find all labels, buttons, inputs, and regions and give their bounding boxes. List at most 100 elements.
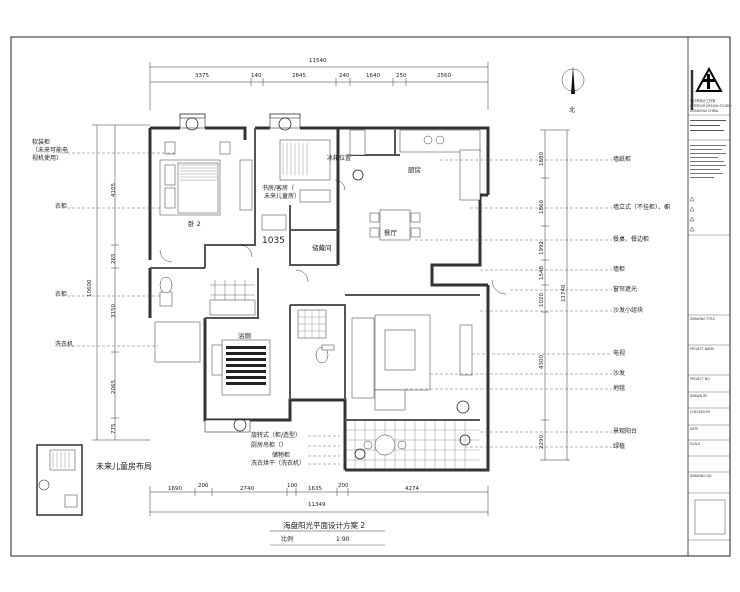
dimension-right-seg-3: 1992 xyxy=(539,241,545,255)
center-leader-lines xyxy=(308,435,340,465)
outer-walls xyxy=(148,126,490,472)
dimension-top-seg-1: 3375 xyxy=(195,73,209,79)
room-label-kitchen: 厨房 xyxy=(408,166,421,174)
title-block-company-3: SHANGHAI CHINA xyxy=(690,109,719,113)
right-leader-lines xyxy=(405,159,612,448)
dimension-bottom-seg-7: 4274 xyxy=(405,486,419,492)
dimension-left-seg-4: 2065 xyxy=(111,380,117,394)
balcony-table-set xyxy=(363,434,407,456)
living-room-furniture xyxy=(351,314,473,411)
inset-title: 未来儿童房布局 xyxy=(96,462,152,471)
room-label-bath1: 浴厕 xyxy=(238,332,251,340)
wardrobe-hatching xyxy=(210,280,255,300)
center-bottom-note-1: 旋转式（柜/造型） xyxy=(251,432,302,439)
doors xyxy=(159,179,507,295)
title-block-row-4: DRAWN BY xyxy=(690,394,708,398)
right-note-6: 沙发小组块 xyxy=(613,307,644,314)
right-note-2: 墙立式（不挂柜）、橱 xyxy=(613,204,671,211)
left-leader-lines xyxy=(62,152,175,347)
center-bottom-note-2: 厨房吊柜（） xyxy=(251,442,288,449)
left-note-4: 衣柜 xyxy=(55,203,68,210)
title-block-row-3: PROJECT NO. xyxy=(690,377,711,381)
north-arrow xyxy=(561,66,585,94)
dimension-right-seg-6: 4300 xyxy=(539,355,545,369)
dining-table xyxy=(369,209,421,241)
title-block-symbols xyxy=(689,196,726,535)
left-note-1: 软装柜 xyxy=(32,139,51,146)
study-bedding-pattern xyxy=(282,143,308,175)
dimension-top-seg-7: 2560 xyxy=(437,73,451,79)
inset-bed-pattern xyxy=(52,452,70,468)
top-dimension-lines xyxy=(149,62,489,110)
dimension-top-seg-5: 1640 xyxy=(366,73,380,79)
dimension-bottom-seg-3: 2740 xyxy=(240,486,254,492)
plants xyxy=(185,117,471,460)
title-block-row-7: SCALE xyxy=(690,442,701,446)
dimension-bottom-seg-4: 100 xyxy=(287,483,298,489)
right-note-9: 地毯 xyxy=(613,385,626,392)
drawing-title-underline xyxy=(270,530,385,546)
dimension-top-seg-4: 240 xyxy=(339,73,350,79)
bath-grid xyxy=(298,310,326,338)
title-block-row-5: CHECKED BY xyxy=(690,410,711,414)
bed1-bedding-pattern xyxy=(226,346,266,385)
dimension-top-seg-6: 250 xyxy=(396,73,407,79)
dimension-bottom-seg-5: 1635 xyxy=(308,486,322,492)
dimension-left-seg-5: 775 xyxy=(111,423,117,435)
dimension-bottom-seg-6: 200 xyxy=(338,483,349,489)
center-bottom-note-3: 储物柜 xyxy=(272,452,291,459)
room-label-storage: 储藏间 xyxy=(312,244,332,252)
dimension-left-seg-2: 265 xyxy=(111,253,117,265)
sheet-border xyxy=(10,36,731,557)
right-note-1: 墙纸柜 xyxy=(613,156,632,163)
title-block-text-lines xyxy=(690,120,726,178)
center-note-3: 冰箱位置 xyxy=(327,155,352,162)
scale-value: 1:90 xyxy=(336,536,350,543)
right-note-3: 餐桌、餐边柜 xyxy=(613,236,650,243)
bed2-bedding-pattern xyxy=(180,164,217,181)
room-label-dining: 餐厅 xyxy=(384,229,397,237)
dimension-right-seg-2: 1860 xyxy=(539,200,545,214)
dimension-right-seg-4: 1548 xyxy=(539,266,545,280)
left-note-3: 视机使用） xyxy=(32,155,63,162)
dimension-bottom-seg-2: 200 xyxy=(198,483,209,489)
right-note-8: 沙发 xyxy=(613,370,626,377)
kitchen-counter xyxy=(349,129,481,201)
scale-label: 比例 xyxy=(281,536,294,543)
company-logo xyxy=(695,66,723,92)
left-note-6: 洗衣机 xyxy=(55,341,74,348)
title-block-frame xyxy=(687,36,731,557)
dimension-right-seg-1: 1680 xyxy=(539,152,545,166)
inset-plan xyxy=(36,444,83,516)
title-block-row-2: PROJECT NAME xyxy=(690,347,715,351)
dimension-bottom-total: 11349 xyxy=(308,502,326,508)
center-note-1: 书房/客房（ xyxy=(262,185,295,192)
dimension-top-seg-3: 2845 xyxy=(292,73,306,79)
title-block-company-1: 设计师设计工作室 xyxy=(690,99,716,103)
title-block-row-8: DRAWING NO. xyxy=(690,474,713,478)
right-note-4: 墙柜 xyxy=(613,266,626,273)
dimension-top-total: 11540 xyxy=(309,58,327,64)
room-label-bed2: 卧 2 xyxy=(188,220,201,228)
right-note-10: 景观阳台 xyxy=(613,428,638,435)
dimension-right-total: 11740 xyxy=(561,284,567,303)
balcony-tiles xyxy=(345,420,480,470)
right-note-11: 绿植 xyxy=(613,443,626,450)
dimension-right-seg-7: 2290 xyxy=(539,435,545,449)
dimension-left-total: 10600 xyxy=(87,279,93,298)
title-block-rows xyxy=(688,114,730,541)
dimension-right-seg-5: 1020 xyxy=(539,293,545,307)
title-block-row-6: DATE xyxy=(690,427,699,431)
left-note-5: 衣柜 xyxy=(55,291,68,298)
right-dimension-lines xyxy=(540,129,570,461)
title-block-company-2: INTERIOR DESIGN STUDIO xyxy=(690,104,732,108)
room-tag-1035: 1035 xyxy=(262,236,285,246)
dimension-left-seg-1: 4105 xyxy=(111,183,117,197)
left-dimension-lines xyxy=(92,124,150,441)
title-block-row-1: DRAWING TITLE xyxy=(690,317,716,321)
bottom-dimension-lines xyxy=(149,486,489,516)
center-note-2: 未来儿童房） xyxy=(264,193,301,200)
dimension-bottom-seg-1: 1690 xyxy=(168,486,182,492)
left-note-2: （未来可能电 xyxy=(32,147,69,154)
